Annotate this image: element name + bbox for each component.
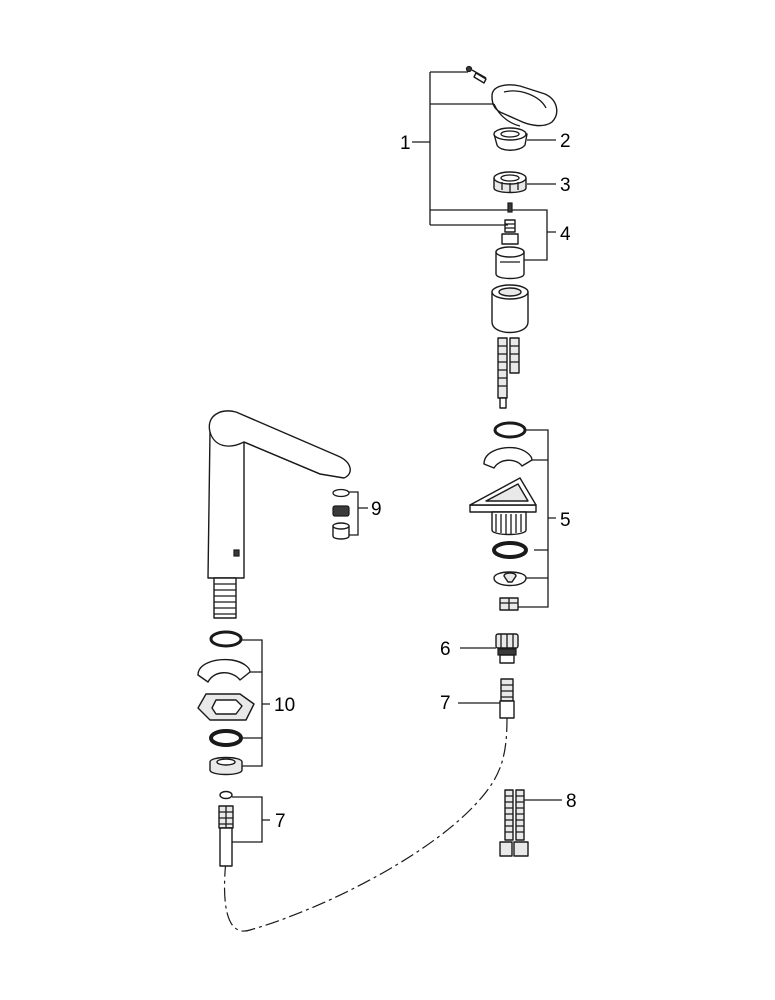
callout-5: 5 — [560, 510, 571, 531]
part-9-leader — [349, 491, 368, 536]
part-7-hose-left — [218, 790, 234, 867]
callout-6: 6 — [440, 639, 451, 660]
part-5-leader — [518, 429, 556, 608]
body-sleeve — [491, 284, 529, 409]
part-5-mounting-set — [469, 421, 537, 611]
callout-3: 3 — [560, 175, 571, 196]
part-10-leader — [241, 639, 270, 767]
callout-7-left: 7 — [275, 811, 286, 832]
callout-8: 8 — [566, 791, 577, 812]
part-9-aerator — [332, 488, 350, 540]
part-6-connector — [495, 633, 519, 664]
part-7-hose-right — [223, 678, 515, 932]
callout-4: 4 — [560, 224, 571, 245]
callout-7-right: 7 — [440, 693, 451, 714]
part-3-nut — [493, 171, 527, 194]
part-2-cover-ring — [493, 127, 528, 151]
part-8-flex-hoses — [499, 789, 529, 857]
callout-9: 9 — [371, 499, 382, 520]
callout-1: 1 — [400, 133, 411, 154]
callout-10: 10 — [274, 695, 295, 716]
part-4-cartridge — [495, 202, 525, 280]
part-4-leader — [512, 209, 556, 261]
part-1-leader — [412, 71, 508, 226]
faucet-body — [207, 410, 351, 619]
part-1-lever-handle — [465, 65, 558, 127]
part-7-left-leader — [232, 796, 270, 843]
part-10-mounting-set — [197, 630, 255, 776]
callout-2: 2 — [560, 131, 571, 152]
